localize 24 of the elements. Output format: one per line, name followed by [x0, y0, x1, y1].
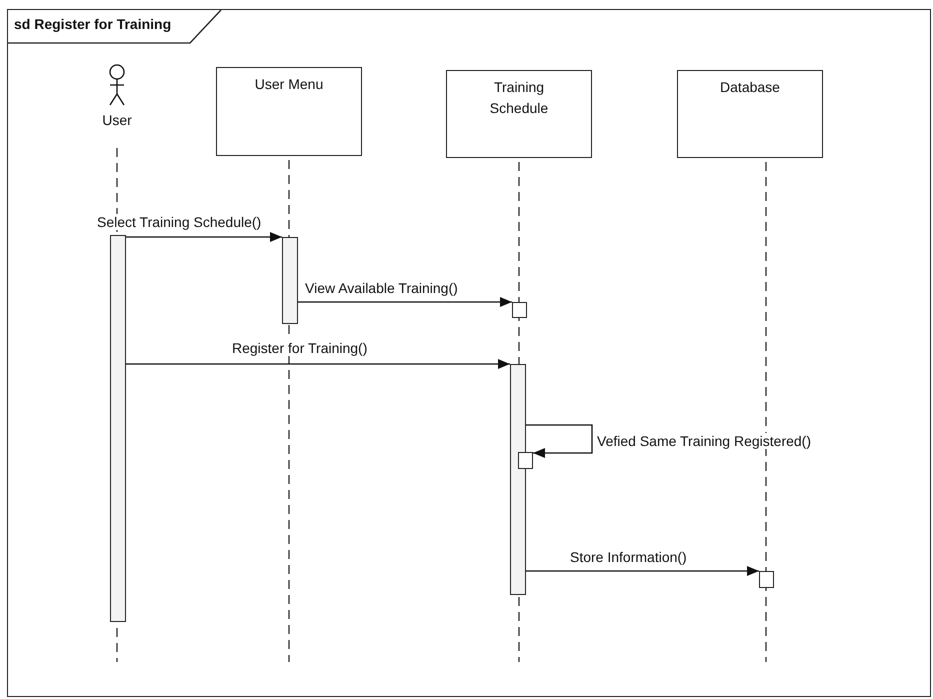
message-arrow [126, 232, 282, 242]
message-label: Store Information() [570, 549, 687, 565]
object-name: Database [720, 78, 780, 97]
message-arrow [126, 359, 510, 369]
message-arrow [526, 566, 759, 576]
activation-bar [110, 235, 126, 622]
frame-title: sd Register for Training [14, 16, 172, 32]
message-label: Select Training Schedule() [97, 214, 262, 230]
activation-bar [510, 364, 526, 595]
message-label: View Available Training() [305, 280, 458, 296]
object-name: Training Schedule [488, 78, 550, 118]
activation-box [512, 302, 527, 318]
message-label: Vefied Same Training Registered() [597, 433, 811, 449]
object-box [446, 70, 592, 158]
object-box [216, 67, 362, 156]
message-label: Register for Training() [232, 340, 368, 356]
message-arrow [298, 297, 512, 307]
message-arrow [526, 424, 593, 458]
object-box [677, 70, 823, 158]
activation-bar [282, 237, 298, 324]
object-name: User Menu [254, 75, 324, 94]
activation-box [759, 571, 774, 588]
actor-name: User [102, 112, 132, 128]
activation-box [518, 452, 533, 469]
